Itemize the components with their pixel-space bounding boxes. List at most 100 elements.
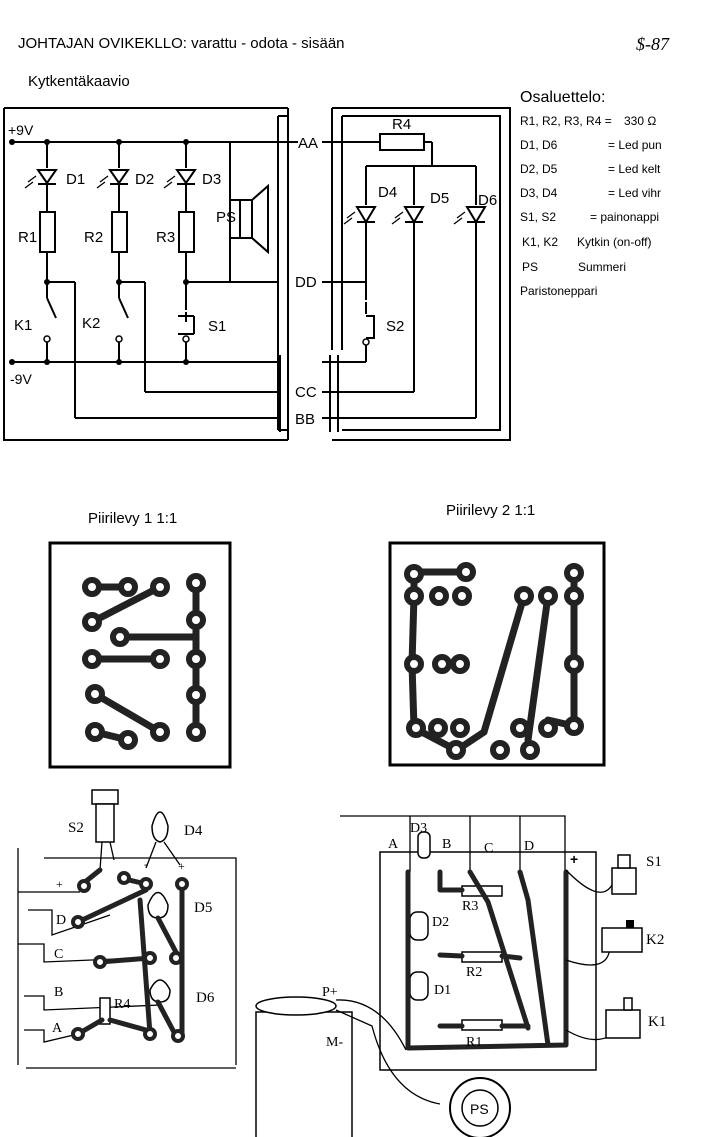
led-d2-part <box>409 911 429 941</box>
resistor-r1-part <box>461 1019 503 1031</box>
asm-l-d4: D4 <box>184 823 203 839</box>
asm-l-r4: R4 <box>114 997 130 1012</box>
part-desc-3: = Led kelt <box>608 162 661 176</box>
switch-s1-part <box>611 867 637 895</box>
pcb2-title: Piirilevy 2 1:1 <box>446 502 535 519</box>
battery-part <box>255 1011 353 1137</box>
asm-l-c: C <box>54 947 63 962</box>
resistor-r4-symbol <box>379 133 425 151</box>
led-d2-symbol <box>108 169 130 185</box>
part-ref-5: S1, S2 <box>520 210 556 224</box>
asm-l-d: D <box>56 913 66 928</box>
asm-r-b: B <box>442 837 451 852</box>
asm-r-pplus: P+ <box>322 985 338 1000</box>
asm-r-a: A <box>388 837 399 852</box>
asm-r-d2: D2 <box>432 915 449 930</box>
bus-aa: AA <box>298 135 318 152</box>
buzzer-symbol <box>239 199 253 239</box>
r4-label: R4 <box>392 116 411 133</box>
battery-snap-part <box>255 996 337 1016</box>
led-d1-symbol <box>36 169 58 185</box>
page-title: JOHTAJAN OVIKEKLLO: varattu - odota - si… <box>18 35 345 52</box>
assembly-left <box>17 789 237 1069</box>
led-d5-part <box>147 891 169 919</box>
pcb2-board <box>388 541 606 767</box>
part-ref-1: R1, R2, R3, R4 = <box>520 114 612 128</box>
bus-bb: BB <box>295 411 315 428</box>
d3-label: D3 <box>202 171 221 188</box>
pcb2-pads <box>404 562 584 760</box>
asm-r-mminus: M- <box>326 1035 343 1050</box>
asm-l-plus-2: + <box>178 859 185 873</box>
part-ref-3: D2, D5 <box>520 162 558 176</box>
branch-3 <box>163 142 278 362</box>
part-ref-7: PS <box>522 260 538 274</box>
r2-label: R2 <box>84 229 103 246</box>
part-desc-6: Kytkin (on-off) <box>577 235 651 249</box>
led-d4-part <box>151 811 169 843</box>
rail-neg-label: -9V <box>10 371 32 387</box>
part-desc-2: = Led pun <box>608 138 662 152</box>
part-ref-4: D3, D4 <box>520 186 558 200</box>
asm-l-plus-1: + <box>56 877 63 891</box>
asm-r-plus: + <box>570 851 578 867</box>
part-ref-2: D1, D6 <box>520 138 558 152</box>
resistor-r2-part <box>461 951 503 963</box>
d6-label: D6 <box>478 192 497 209</box>
s1-label: S1 <box>208 318 226 335</box>
pcb1-pads <box>82 573 206 750</box>
asm-l-minus: - <box>144 857 148 871</box>
resistor-r4-part <box>99 997 111 1025</box>
asm-r-c: C <box>484 841 493 856</box>
pcb1-title: Piirilevy 1 1:1 <box>88 510 177 527</box>
d4-label: D4 <box>378 184 397 201</box>
asm-l-d5: D5 <box>194 900 212 916</box>
assembly-right <box>255 815 643 1137</box>
led-d3-part <box>417 831 431 859</box>
part-ref-6: K1, K2 <box>522 235 558 249</box>
k2-label: K2 <box>82 315 100 332</box>
asm-r-r1: R1 <box>466 1035 482 1050</box>
asm-r-d3: D3 <box>410 821 427 836</box>
ps-label: PS <box>216 209 236 226</box>
switch-s2-part <box>91 789 119 805</box>
pcb1-board <box>48 541 232 769</box>
led-d5-symbol <box>403 206 425 224</box>
led-d4-symbol <box>355 206 377 224</box>
part-desc-1: 330 Ω <box>624 114 656 128</box>
asm-l-a: A <box>52 1021 63 1036</box>
r3-label: R3 <box>156 229 175 246</box>
resistor-r3-symbol <box>178 211 195 253</box>
s2-label: S2 <box>386 318 404 335</box>
asm-l-s2: S2 <box>68 820 84 836</box>
asm-r-d1: D1 <box>434 983 451 998</box>
k1-label: K1 <box>14 317 32 334</box>
led-d6-symbol <box>465 206 487 224</box>
r1-label: R1 <box>18 229 37 246</box>
asm-r-d: D <box>524 839 534 854</box>
d1-label: D1 <box>66 171 85 188</box>
terminal-negative <box>9 359 15 365</box>
terminal-positive <box>9 139 15 145</box>
switch-k2-part <box>601 927 643 953</box>
asm-r-ps: PS <box>470 1101 489 1117</box>
part-desc-4: = Led vihr <box>608 186 661 200</box>
asm-r-k2: K2 <box>646 932 664 948</box>
asm-r-s1: S1 <box>646 854 662 870</box>
part-ref-8: Paristoneppari <box>520 284 597 298</box>
branch-1 <box>24 142 278 419</box>
led-d3-symbol <box>175 169 197 185</box>
led-d1-part <box>409 971 429 1001</box>
asm-l-b: B <box>54 985 63 1000</box>
switch-k1-part <box>605 1009 641 1039</box>
asm-l-d6: D6 <box>196 990 215 1006</box>
signature: $-87 <box>636 34 670 54</box>
d2-label: D2 <box>135 171 154 188</box>
branch-2 <box>96 142 278 393</box>
led-d6-part <box>149 979 171 1003</box>
rail-pos-label: +9V <box>8 122 34 138</box>
pcb1-traces <box>88 579 200 744</box>
asm-r-r2: R2 <box>466 965 482 980</box>
junction-dots <box>44 139 189 365</box>
